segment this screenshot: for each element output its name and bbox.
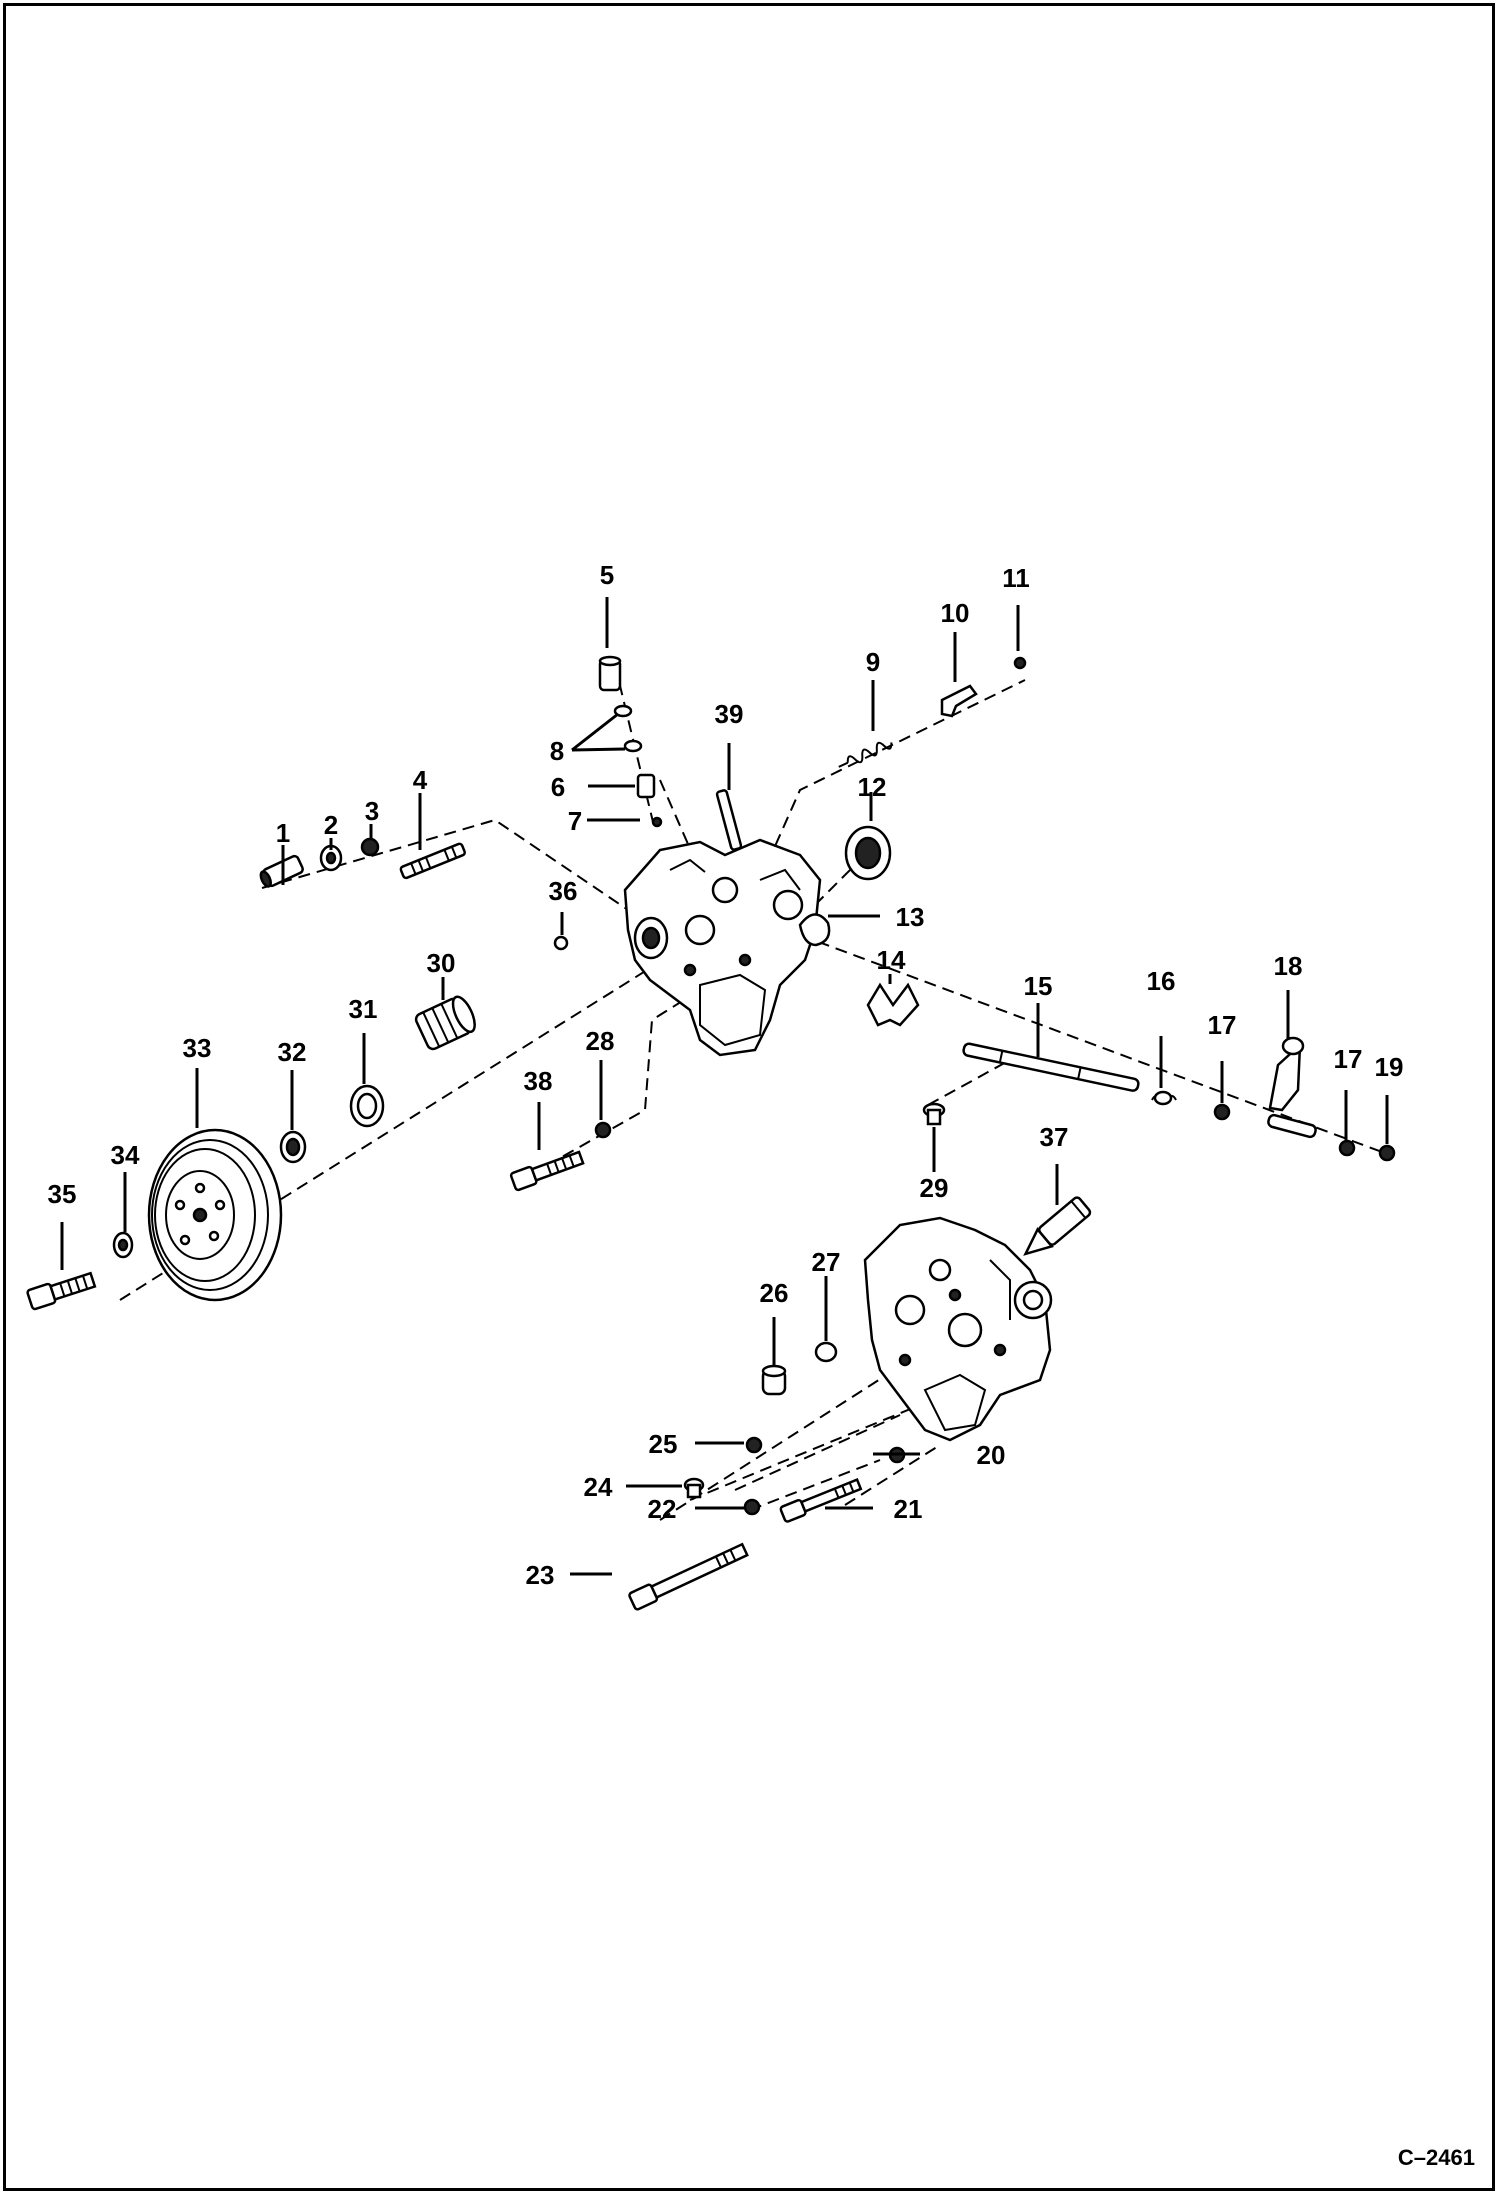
callout-33: 33 xyxy=(183,1033,212,1063)
upper-housing xyxy=(623,838,831,1057)
callout-38: 38 xyxy=(524,1066,553,1096)
part-31-ring xyxy=(349,1084,385,1128)
callout-34: 34 xyxy=(111,1140,140,1170)
callout-28: 28 xyxy=(586,1026,615,1056)
part-8-oring-upper xyxy=(613,704,633,718)
part-17-washer-a xyxy=(1213,1103,1231,1121)
callout-36: 36 xyxy=(549,876,578,906)
part-16-spring xyxy=(1151,1090,1177,1106)
part-15-shift-rod xyxy=(962,1042,1140,1092)
callout-6: 6 xyxy=(551,772,565,802)
part-1-pin xyxy=(259,854,304,888)
part-7-ball xyxy=(651,816,663,828)
part-5-sleeve xyxy=(598,655,622,692)
callout-4: 4 xyxy=(413,765,428,795)
callout-37: 37 xyxy=(1040,1122,1069,1152)
callout-13: 13 xyxy=(896,902,925,932)
callout-39: 39 xyxy=(715,699,744,729)
callout-14: 14 xyxy=(877,945,906,975)
parts xyxy=(26,655,1396,1611)
part-23-bolt xyxy=(628,1542,749,1611)
callout-1: 1 xyxy=(276,818,290,848)
callout-15: 15 xyxy=(1024,971,1053,1001)
part-11-nut xyxy=(1013,656,1027,670)
assembly-dash-lines xyxy=(119,664,1391,1521)
part-4-stud xyxy=(399,842,466,880)
callout-10: 10 xyxy=(941,598,970,628)
part-18-lever xyxy=(1267,1036,1317,1139)
leader-lines xyxy=(60,597,1389,1576)
callout-16: 16 xyxy=(1147,966,1176,996)
part-38-bolt xyxy=(509,1150,585,1192)
part-29-bolt xyxy=(922,1102,946,1126)
part-36-plug xyxy=(553,935,569,951)
part-21-bolt xyxy=(779,1478,863,1523)
part-34-washer xyxy=(112,1231,134,1259)
part-37-sealant-tube xyxy=(1023,1196,1092,1256)
callout-8: 8 xyxy=(550,736,564,766)
part-12-seal xyxy=(844,825,892,881)
part-32-seal xyxy=(279,1130,307,1164)
drawing-frame xyxy=(3,3,1495,2191)
callout-32: 32 xyxy=(278,1037,307,1067)
part-10-lever xyxy=(940,684,978,718)
callout-labels: 1 2 3 4 5 6 7 8 9 10 11 12 13 14 15 16 1… xyxy=(48,560,1404,1590)
part-33-pulley xyxy=(147,1128,283,1302)
callout-24: 24 xyxy=(584,1472,613,1502)
part-3-nut xyxy=(360,837,380,857)
callout-18: 18 xyxy=(1274,951,1303,981)
callout-11: 11 xyxy=(1002,563,1030,593)
callout-9: 9 xyxy=(866,647,880,677)
part-30-bushing xyxy=(414,995,476,1051)
callout-29: 29 xyxy=(920,1173,949,1203)
part-24-bolt xyxy=(683,1477,705,1499)
part-2-washer xyxy=(319,844,343,872)
callout-21: 21 xyxy=(894,1494,923,1524)
part-26-cap xyxy=(761,1364,787,1396)
callout-22: 22 xyxy=(648,1494,677,1524)
callout-17a: 17 xyxy=(1208,1010,1237,1040)
callout-7: 7 xyxy=(568,806,582,836)
callout-23: 23 xyxy=(526,1560,555,1590)
part-19-nut xyxy=(1378,1144,1396,1162)
part-17-washer-b xyxy=(1338,1139,1356,1157)
callout-2: 2 xyxy=(324,810,338,840)
part-39-stud xyxy=(715,789,743,851)
callout-12: 12 xyxy=(858,772,887,802)
part-9-spring xyxy=(838,741,893,768)
lower-housing xyxy=(863,1216,1053,1442)
part-14-fork xyxy=(866,982,920,1027)
part-35-bolt xyxy=(26,1271,97,1311)
callout-5: 5 xyxy=(600,560,614,590)
callout-27: 27 xyxy=(812,1247,841,1277)
part-6-fitting xyxy=(636,773,656,799)
callout-30: 30 xyxy=(427,948,456,978)
callout-20: 20 xyxy=(977,1440,1006,1470)
callout-31: 31 xyxy=(349,994,378,1024)
part-28-washer xyxy=(594,1121,612,1139)
callout-19: 19 xyxy=(1375,1052,1404,1082)
part-25-washer xyxy=(745,1436,763,1454)
callout-35: 35 xyxy=(48,1179,77,1209)
callout-17b: 17 xyxy=(1334,1044,1363,1074)
part-27-washer xyxy=(814,1341,838,1363)
callout-25: 25 xyxy=(649,1429,678,1459)
part-8-oring-lower xyxy=(623,739,643,753)
callout-3: 3 xyxy=(365,796,379,826)
part-22-washer xyxy=(743,1498,761,1516)
figure-id: C–2461 xyxy=(1398,2145,1475,2170)
callout-26: 26 xyxy=(760,1278,789,1308)
